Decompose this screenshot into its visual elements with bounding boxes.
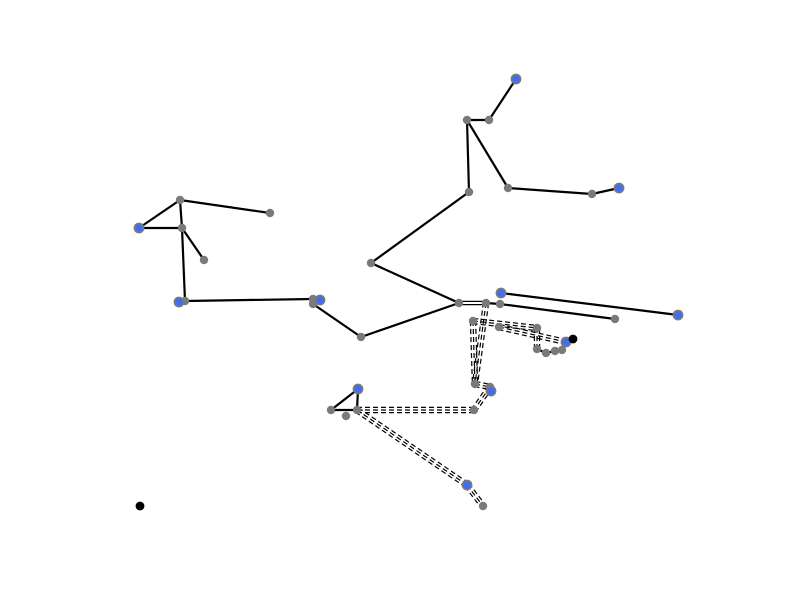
edge-b8-b10	[179, 198, 271, 215]
node-c6	[550, 346, 560, 356]
node-a4	[503, 183, 513, 193]
edge-b7-b11	[181, 227, 205, 261]
edge-a8-hub	[370, 261, 460, 305]
node-c9	[568, 334, 578, 344]
node-b8	[175, 195, 185, 205]
edge-c1-c3	[472, 317, 538, 332]
node-d10	[478, 501, 488, 511]
node-d3	[485, 385, 497, 397]
node-c2	[494, 322, 504, 332]
edge-b8-b9	[138, 199, 181, 229]
node-c3	[532, 323, 542, 333]
edge-d5-d9	[355, 407, 469, 488]
node-h5	[610, 314, 620, 324]
node-b11	[199, 255, 209, 265]
node-d4	[469, 405, 479, 415]
edge-a3-a7	[465, 119, 471, 193]
node-d8	[341, 411, 351, 421]
edge-a7-a8	[370, 191, 470, 264]
node-b10	[265, 208, 275, 218]
node-c5	[541, 348, 551, 358]
node-b4	[314, 294, 326, 306]
edge-d4-d5	[357, 406, 474, 414]
node-a8	[366, 258, 376, 268]
node-c4	[532, 344, 542, 354]
node-d1	[470, 379, 480, 389]
edge-hub-b1	[360, 301, 460, 339]
edges-layer	[138, 78, 679, 508]
node-b1	[356, 332, 366, 342]
node-h6	[672, 309, 684, 321]
node-a5	[587, 189, 597, 199]
edge-a3-a4	[466, 119, 509, 189]
edge-a1-a2	[488, 78, 517, 121]
node-a3	[462, 115, 472, 125]
edge-b5-b7	[180, 227, 187, 302]
edge-hub-h2	[459, 300, 486, 306]
node-a6	[613, 182, 625, 194]
edge-b7-b8	[178, 199, 184, 229]
node-a2	[484, 115, 494, 125]
node-h3	[495, 299, 505, 309]
edge-c1-d1	[469, 320, 479, 385]
edge-h4-h6	[500, 291, 679, 317]
node-c1	[468, 316, 478, 326]
node-d6	[326, 405, 336, 415]
edge-d6-d7	[330, 388, 359, 411]
node-b9	[133, 222, 145, 234]
edge-a4-a5	[507, 186, 593, 196]
node-d7	[352, 383, 364, 395]
node-d9	[461, 479, 473, 491]
nodes-layer	[133, 73, 684, 511]
node-h2	[481, 298, 491, 308]
edge-h3-h5	[499, 302, 616, 321]
node-a7	[464, 187, 474, 197]
node-d5	[352, 405, 362, 415]
node-hub	[454, 298, 464, 308]
node-a1	[510, 73, 522, 85]
node-h4	[495, 287, 507, 299]
edge-c2-c8	[498, 323, 567, 346]
edge-b1-b2	[312, 303, 362, 338]
edge-b3-b5	[184, 297, 314, 303]
node-b6	[173, 296, 185, 308]
node-b7	[177, 223, 187, 233]
node-iso	[135, 501, 145, 511]
node-c7	[557, 345, 567, 355]
